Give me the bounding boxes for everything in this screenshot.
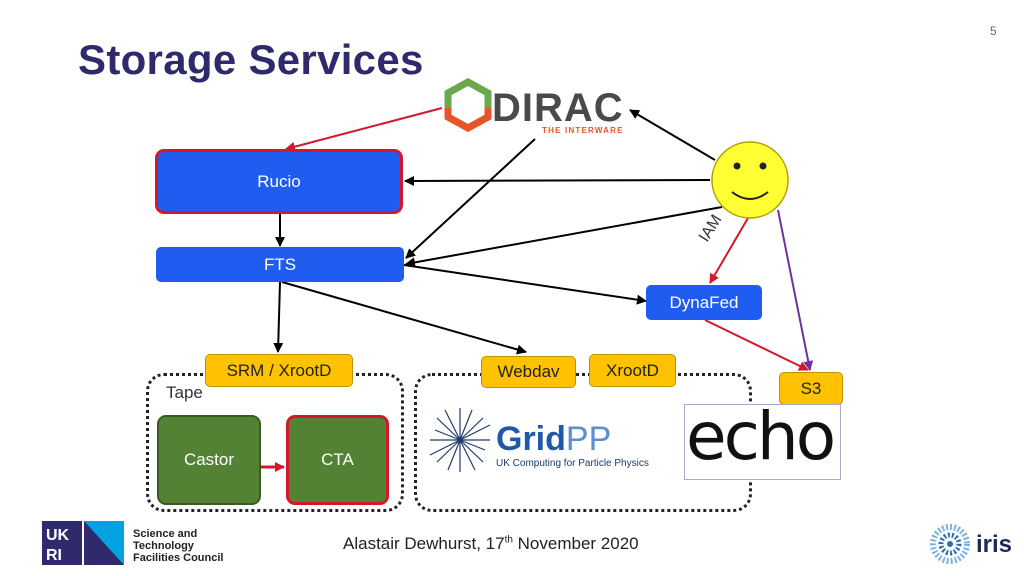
- arrow-fts-to-dynafed: [403, 264, 647, 305]
- dirac-logo-text: DIRAC: [492, 86, 624, 130]
- srm-xrootd-node: SRM / XrootD: [205, 354, 353, 387]
- gridpp-logo-text: GridPP: [496, 420, 611, 459]
- echo-logo-frame: [684, 404, 841, 480]
- arrow-user-to-dirac: [629, 109, 716, 161]
- webdav-node: Webdav: [481, 356, 576, 388]
- arrow-user-to-fts: [405, 206, 723, 268]
- arrow-dirac-to-fts: [405, 138, 536, 259]
- slide-number: 5: [990, 24, 997, 38]
- dirac-tagline: THE INTERWARE: [542, 126, 624, 135]
- user-smiley-icon: [711, 141, 789, 219]
- footer-prefix: Alastair Dewhurst, 17: [343, 534, 505, 553]
- xrootd-node: XrootD: [589, 354, 676, 387]
- stfc-org-name: Science and Technology Facilities Counci…: [133, 528, 224, 564]
- ukri-logo-icon: UK RI: [42, 521, 124, 565]
- rucio-node: Rucio: [155, 149, 403, 214]
- castor-node: Castor: [157, 415, 261, 505]
- echo-logo-text: echo: [686, 398, 836, 475]
- tape-label: Tape: [166, 383, 203, 402]
- gridpp-name-bold: Grid: [496, 420, 566, 458]
- arrow-user-to-rucio: [404, 175, 711, 186]
- iris-globe-icon: [930, 524, 970, 564]
- gridpp-tagline: UK Computing for Particle Physics: [496, 458, 649, 469]
- svg-text:RI: RI: [46, 547, 62, 564]
- footer-author-date: Alastair Dewhurst, 17th November 2020: [343, 534, 639, 554]
- dirac-logo-icon: [444, 78, 492, 132]
- gridpp-burst-icon: [429, 408, 491, 472]
- svg-text:UK: UK: [46, 527, 70, 544]
- slide-title: Storage Services: [78, 36, 424, 83]
- cta-node: CTA: [286, 415, 389, 505]
- arrow-fts-to-srm: [273, 281, 284, 353]
- arrow-user-to-s3: [777, 209, 814, 371]
- arrow-fts-to-webdav: [281, 281, 527, 355]
- footer-superscript: th: [504, 534, 513, 546]
- iris-logo-text: iris: [976, 531, 1013, 558]
- footer-suffix: November 2020: [512, 534, 639, 553]
- fts-node: FTS: [156, 247, 404, 282]
- arrow-dynafed-to-s3: [704, 319, 809, 371]
- gridpp-name-light: PP: [565, 420, 612, 458]
- dynafed-node: DynaFed: [646, 285, 762, 320]
- arrow-user-to-dynafed: [709, 217, 749, 284]
- arrow-dirac-to-rucio: [285, 107, 443, 152]
